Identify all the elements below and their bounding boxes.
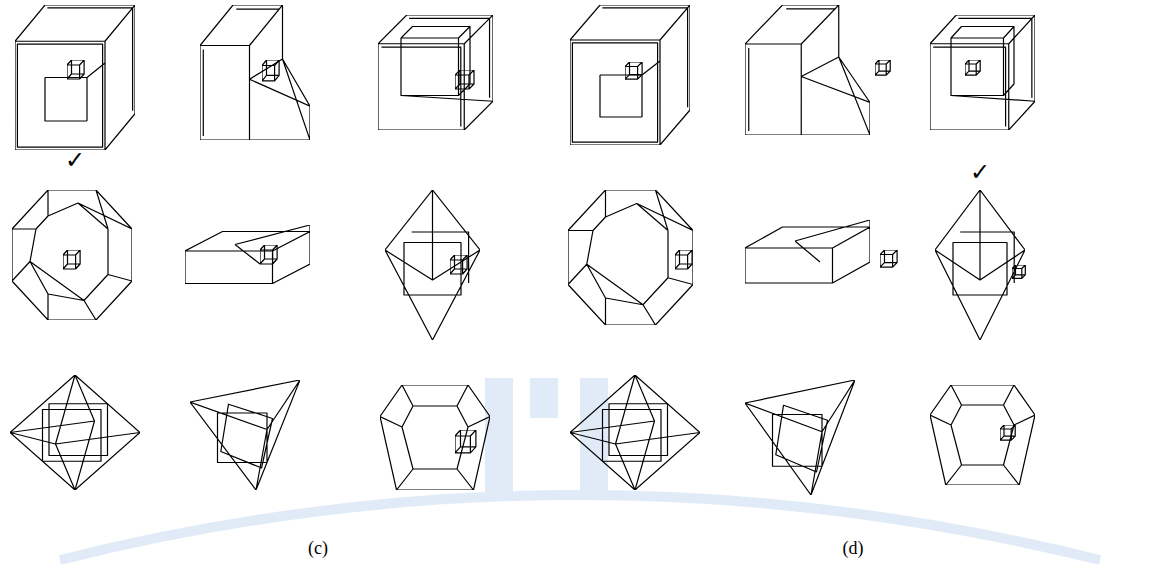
check-mark: ✓ [970,160,990,184]
panel-label: (d) [843,539,864,557]
check-mark: ✓ [65,148,85,172]
watermark [60,378,1100,560]
panel-label: (c) [308,539,328,557]
